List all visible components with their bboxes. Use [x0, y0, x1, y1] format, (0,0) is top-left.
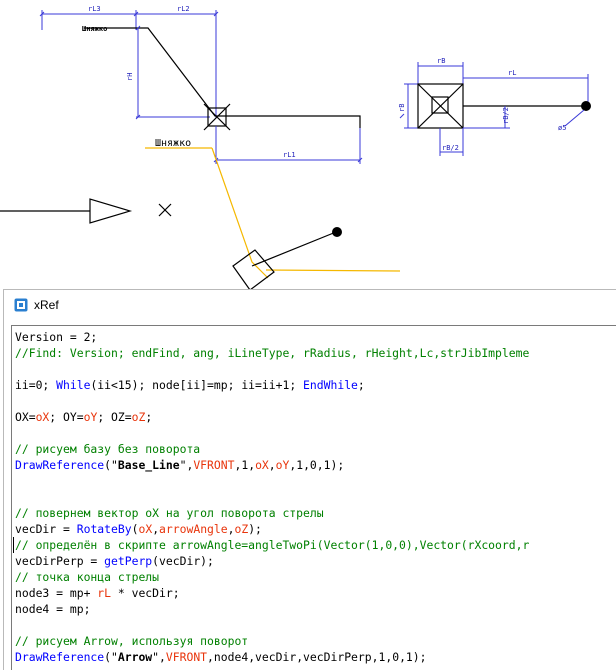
code-line[interactable]: ​	[15, 393, 616, 409]
code-line[interactable]: // повернем вектор oX на угол поворота с…	[15, 505, 616, 521]
code-token: Arrow	[117, 650, 153, 664]
dim-label-rl3: rL3	[88, 5, 101, 13]
window-titlebar[interactable]: xRef	[4, 290, 616, 320]
code-token: ,	[152, 522, 160, 536]
code-token: ;	[145, 410, 153, 424]
code-token: vecDir =	[15, 522, 77, 536]
code-token: ("	[104, 650, 118, 664]
code-token: ",	[152, 650, 166, 664]
code-token: getPerp	[104, 554, 153, 568]
code-token: (vecDir);	[152, 554, 214, 568]
sketch-left: rL3 rL2 Шняжко rH rL1	[39, 5, 363, 164]
code-token: arrowAngle	[159, 522, 228, 536]
code-token: // рисуем Arrow, используя поворот	[15, 634, 249, 648]
code-token: ;	[357, 378, 365, 392]
code-line[interactable]: // рисуем базу без поворота	[15, 441, 616, 457]
direction-arrow-icon	[89, 198, 133, 224]
code-token: oX	[138, 522, 153, 536]
code-token: DrawReference	[15, 458, 105, 472]
xref-window[interactable]: xRef Version = 2; //Find: Version; endFin…	[3, 289, 616, 670]
code-line[interactable]: DrawReference("Base_Line",VFRONT,1,oX,oY…	[15, 457, 616, 473]
code-token: ("	[104, 458, 118, 472]
code-text[interactable]: Version = 2; //Find: Version; endFind, an…	[12, 326, 616, 665]
dim-label-diameter: ø5	[558, 124, 566, 132]
sketch-right: rB rL rB rB/2 rB/2 ø5	[398, 57, 591, 156]
code-token: Version = 2;	[15, 330, 98, 344]
code-token: //Find: Version; endFind, ang, iLineType…	[15, 346, 530, 360]
code-token: OX=	[15, 410, 36, 424]
dim-label-rb: rB	[437, 57, 445, 65]
window-title: xRef	[34, 298, 59, 312]
code-token: ,	[268, 458, 276, 472]
dim-label-rl: rL	[508, 69, 516, 77]
code-token: ",	[179, 458, 194, 472]
code-token: oZ	[234, 522, 249, 536]
code-editor[interactable]: Version = 2; //Find: Version; endFind, an…	[11, 325, 616, 670]
label-name-big: Шняжко	[155, 138, 191, 149]
dim-label-rb2-right: rB/2	[502, 107, 510, 124]
code-token: EndWhile	[303, 378, 358, 392]
code-line[interactable]: node3 = mp+ rL * vecDir;	[15, 585, 616, 601]
code-token: (ii<15); node[ii]=mp; ii=ii+1;	[90, 378, 304, 392]
code-line[interactable]: node4 = mp;	[15, 601, 616, 617]
code-line[interactable]: // рисуем Arrow, используя поворот	[15, 633, 616, 649]
xref-app-icon	[14, 298, 28, 312]
code-token: (	[131, 522, 139, 536]
code-token: oY	[83, 410, 98, 424]
code-line[interactable]: DrawReference("Arrow",VFRONT,node4,vecDi…	[15, 649, 616, 665]
code-token: DrawReference	[15, 650, 105, 664]
code-line[interactable]: vecDirPerp = getPerp(vecDir);	[15, 553, 616, 569]
code-line[interactable]: vecDir = RotateBy(oX,arrowAngle,oZ);	[15, 521, 616, 537]
code-token: VFRONT	[193, 458, 235, 472]
code-token: ,	[227, 522, 235, 536]
code-line[interactable]: OX=oX; OY=oY; OZ=oZ;	[15, 409, 616, 425]
arm-end-dot-icon	[581, 101, 591, 111]
code-line[interactable]: ​	[15, 425, 616, 441]
code-token: // точка конца стрелы	[15, 570, 160, 584]
code-line[interactable]: // точка конца стрелы	[15, 569, 616, 585]
dim-label-rb-left: rB	[398, 104, 406, 112]
code-line[interactable]: // определён в скрипте arrowAngle=angleT…	[13, 537, 616, 553]
code-token: ; OY=	[49, 410, 84, 424]
code-token: oX	[35, 410, 50, 424]
code-token: * vecDir;	[111, 586, 180, 600]
code-token: // повернем вектор oX на угол поворота с…	[15, 506, 324, 520]
dim-label-rb2-bottom: rB/2	[442, 144, 459, 152]
code-token: RotateBy	[76, 522, 132, 536]
code-token: // определён в скрипте arrowAngle=angleT…	[15, 538, 530, 552]
code-token: oX	[255, 458, 269, 472]
code-line[interactable]: ii=0; While(ii<15); node[ii]=mp; ii=ii+1…	[15, 377, 616, 393]
code-token: Base_Line	[117, 458, 180, 472]
code-token: ,1,0,1);	[289, 458, 345, 472]
code-line[interactable]: ​	[15, 361, 616, 377]
code-line[interactable]: ​	[15, 489, 616, 505]
code-token: // рисуем базу без поворота	[15, 442, 201, 456]
code-line[interactable]: ​	[15, 617, 616, 633]
code-token: ; OZ=	[97, 410, 132, 424]
code-token: node4 = mp;	[15, 602, 91, 616]
cad-drawing-canvas[interactable]: rL3 rL2 Шняжко rH rL1 rB	[0, 0, 616, 290]
code-token: rL	[97, 586, 112, 600]
code-token: vecDirPerp =	[15, 554, 105, 568]
dim-label-rh: rH	[126, 73, 134, 81]
code-token: node3 = mp+	[15, 586, 98, 600]
sketch-rotated: Шняжко	[0, 138, 401, 290]
node-square-icon	[207, 107, 227, 127]
code-token: oZ	[131, 410, 146, 424]
code-line[interactable]: Version = 2;	[15, 329, 616, 345]
code-token: ,1,	[234, 458, 256, 472]
rotated-square-icon	[232, 249, 275, 290]
code-line[interactable]: //Find: Version; endFind, ang, iLineType…	[15, 345, 616, 361]
code-token: ii=0;	[15, 378, 57, 392]
code-token: ,node4,vecDir,vecDirPerp,1,0,1);	[207, 650, 427, 664]
dim-label-rl2: rL2	[177, 5, 190, 13]
rotated-arm-end-dot-icon	[332, 227, 342, 237]
code-token: oY	[275, 458, 290, 472]
code-line[interactable]: ​	[15, 473, 616, 489]
code-token: );	[248, 522, 262, 536]
code-token: While	[56, 378, 91, 392]
label-name-small: Шняжко	[82, 25, 107, 33]
code-token: VFRONT	[165, 650, 208, 664]
dim-label-rl1: rL1	[283, 151, 296, 159]
